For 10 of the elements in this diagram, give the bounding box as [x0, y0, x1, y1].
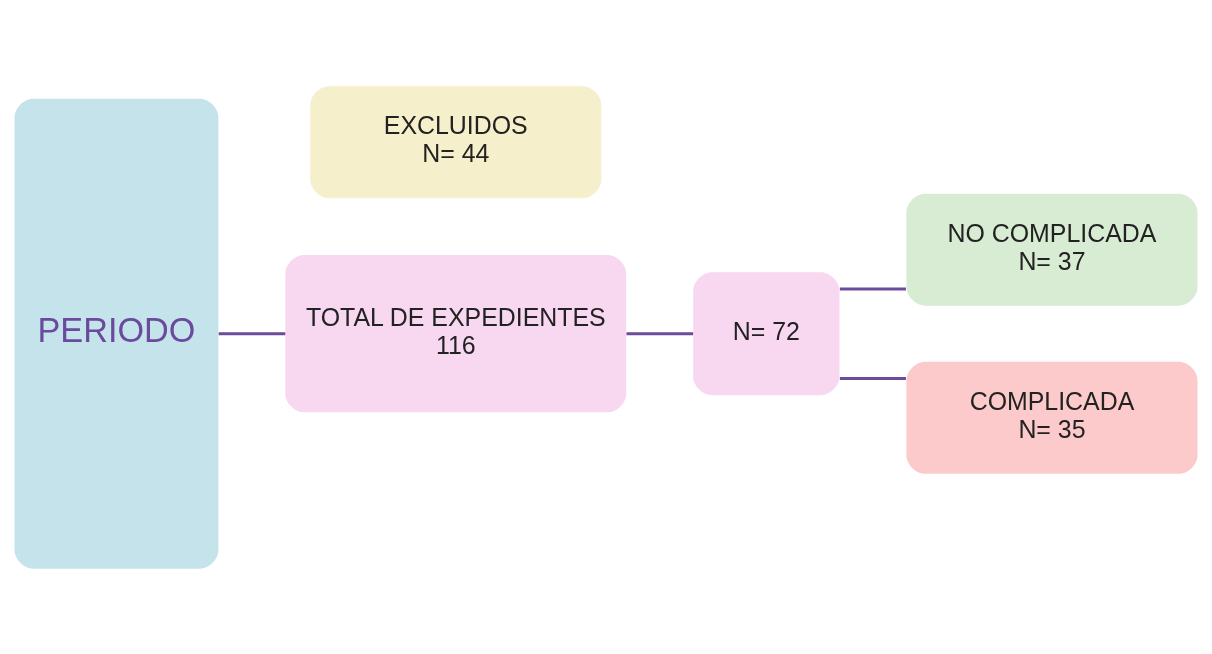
- connector: [839, 376, 906, 380]
- node-box: EXCLUIDOS N= 44: [310, 85, 602, 198]
- connector: [839, 286, 906, 291]
- node-box: NO COMPLICADA N= 37: [906, 193, 1198, 306]
- node-box: N= 72: [693, 271, 840, 395]
- node-box: TOTAL DE EXPEDIENTES 116: [285, 254, 627, 412]
- node-box: PERIODO: [14, 98, 219, 569]
- node-box: COMPLICADA N= 35: [906, 361, 1198, 474]
- connector: [218, 331, 286, 335]
- connector: [626, 331, 694, 335]
